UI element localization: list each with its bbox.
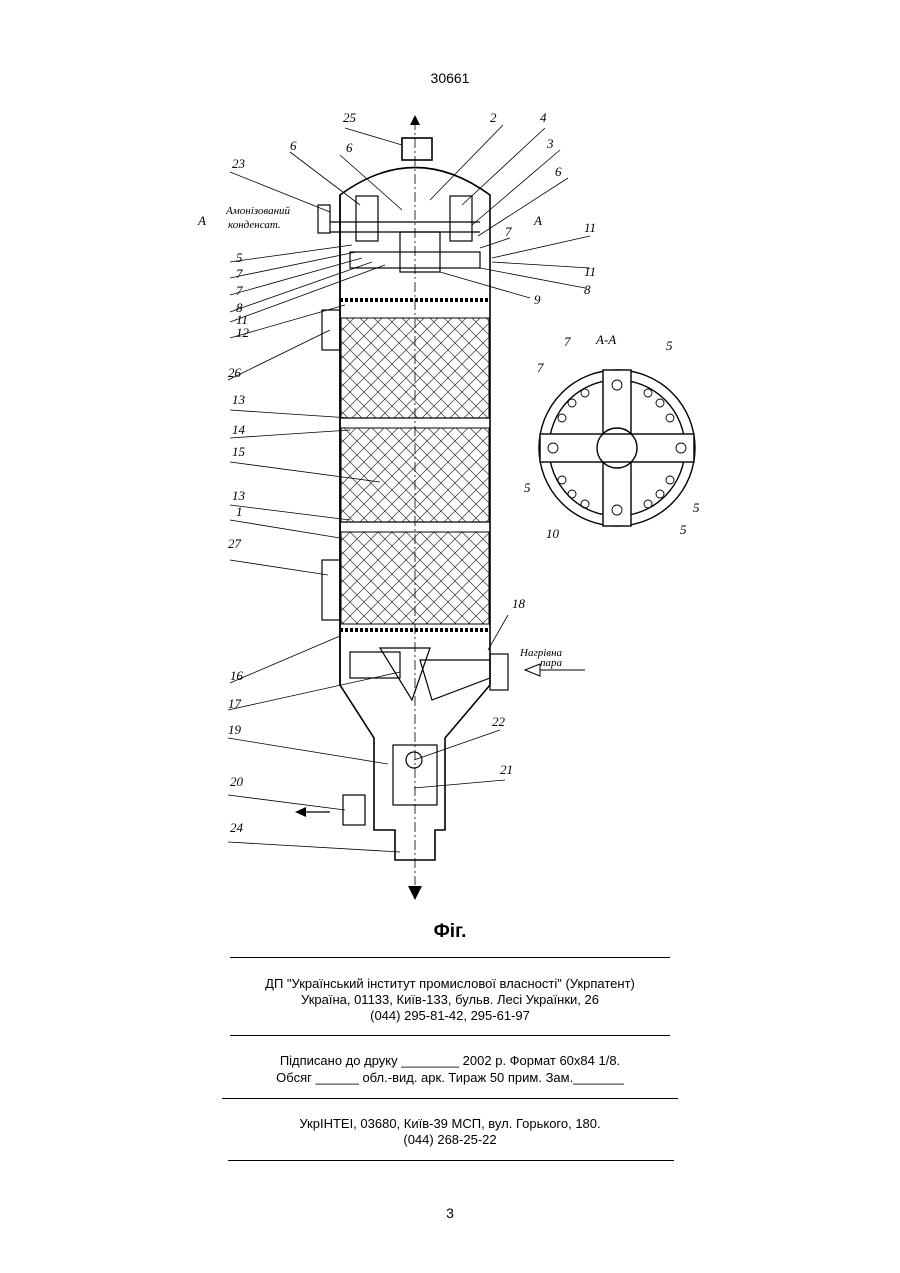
part-label: 5: [693, 500, 700, 515]
part-label: 18: [512, 596, 526, 611]
inlet-note-line1: Амонізований: [225, 205, 291, 217]
section-title: А-А: [595, 332, 616, 347]
part-label: 11: [584, 220, 596, 235]
print-info-line-2: Обсяг ______ обл.-вид. арк. Тираж 50 при…: [0, 1070, 900, 1086]
page-number: 3: [0, 1205, 900, 1221]
part-label: 6: [346, 140, 353, 155]
part-label: 11: [584, 264, 596, 279]
part-label: 8: [584, 282, 591, 297]
part-label: 7: [537, 360, 544, 375]
section-mark-right: А: [533, 213, 542, 228]
part-label: 5: [524, 480, 531, 495]
part-label: 25: [343, 110, 357, 125]
part-label: 27: [228, 536, 242, 551]
part-label: 5: [666, 338, 673, 353]
part-label: 13: [232, 392, 246, 407]
part-label: 22: [492, 714, 506, 729]
part-label: 20: [230, 774, 244, 789]
part-label: 16: [230, 668, 244, 683]
part-label: 9: [534, 292, 541, 307]
part-label: 21: [500, 762, 513, 777]
publisher-line-3: (044) 295-81-42, 295-61-97: [0, 1008, 900, 1024]
part-label: 3: [546, 136, 554, 151]
publisher-line-2: Україна, 01133, Київ-133, бульв. Лесі Ук…: [0, 992, 900, 1008]
part-label: 15: [232, 444, 246, 459]
part-label: 4: [540, 110, 547, 125]
inlet-note-line2: конденсат.: [228, 219, 281, 231]
print-info-line-1: Підписано до друку ________ 2002 р. Форм…: [0, 1053, 900, 1069]
part-label: 17: [228, 696, 242, 711]
part-label: 7: [564, 334, 571, 349]
part-label: 5: [236, 250, 243, 265]
part-label: 5: [680, 522, 687, 537]
divider: [230, 1035, 670, 1036]
section-a-a: [539, 370, 695, 526]
publisher-line-1: ДП "Український інститут промислової вла…: [0, 976, 900, 992]
part-label: 10: [546, 526, 560, 541]
part-label: 19: [228, 722, 242, 737]
part-label: 14: [232, 422, 246, 437]
part-label: 2: [490, 110, 497, 125]
figure-caption: Фіг.: [0, 921, 900, 943]
part-label: 23: [232, 156, 246, 171]
divider: [228, 1160, 674, 1161]
divider: [230, 957, 670, 958]
part-label: 7: [505, 224, 512, 239]
part-label: 6: [290, 138, 297, 153]
part-label: 7: [236, 283, 243, 298]
part-label: 1: [236, 504, 243, 519]
steam-note-line2: пара: [540, 657, 563, 669]
printer-line-1: УкрІНТЕІ, 03680, Київ-39 МСП, вул. Горьк…: [0, 1116, 900, 1132]
part-label: 26: [228, 365, 242, 380]
part-label: 12: [236, 325, 250, 340]
patent-drawing: 25 2 4 3 6 6 6 23 7 11 11 8 9 5 7 7 8 11…: [0, 0, 900, 920]
part-label: 13: [232, 488, 246, 503]
part-label: 24: [230, 820, 244, 835]
section-mark-left: А: [197, 213, 206, 228]
printer-line-2: (044) 268-25-22: [0, 1132, 900, 1148]
part-label: 7: [236, 266, 243, 281]
divider: [222, 1098, 678, 1099]
part-label: 6: [555, 164, 562, 179]
